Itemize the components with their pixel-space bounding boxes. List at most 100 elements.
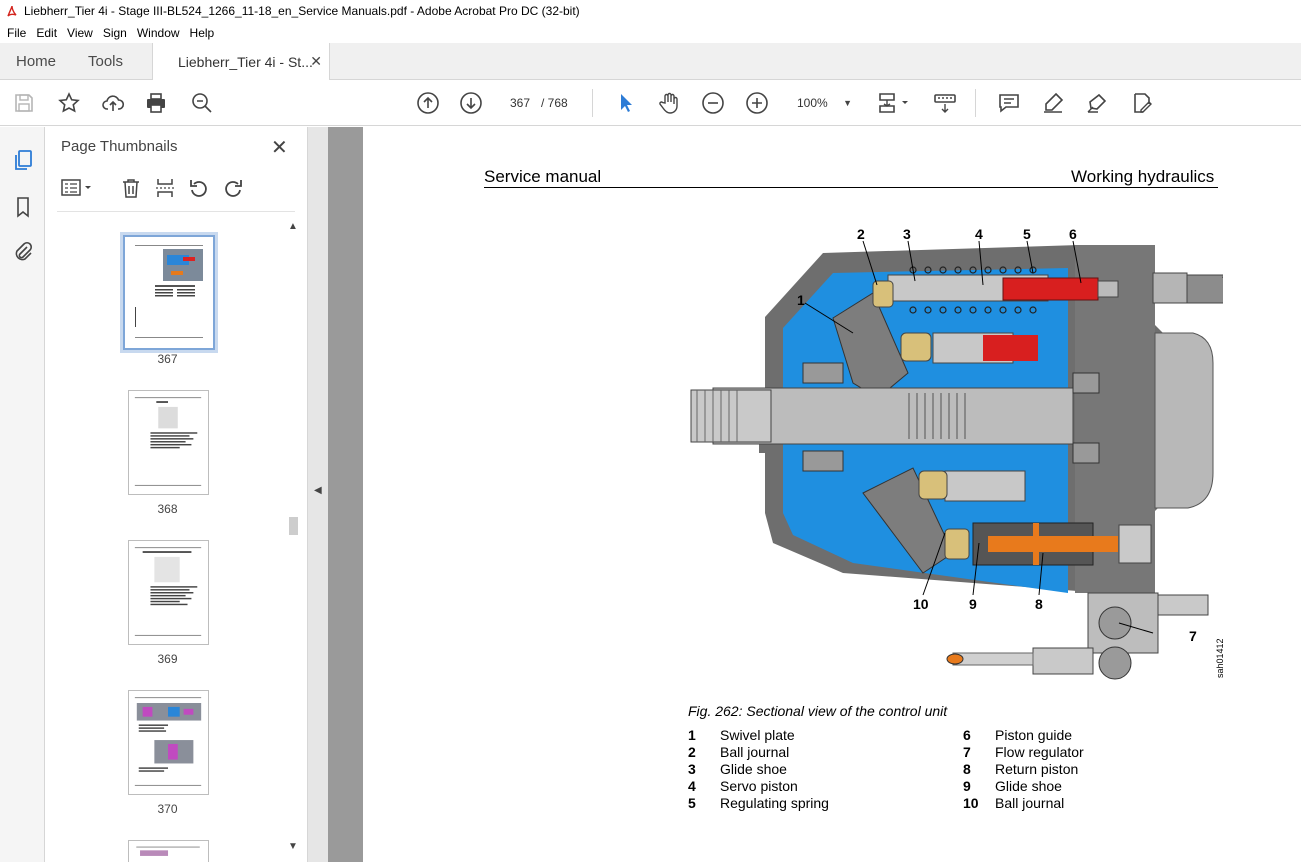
figure-callout: 9	[969, 596, 977, 612]
legend-number: 10	[963, 795, 979, 811]
chevron-left-icon: ◀	[314, 485, 322, 496]
keyboard-scroll-icon[interactable]	[933, 91, 957, 115]
figure-code: sah01412	[1215, 638, 1223, 678]
rotate-clockwise-icon[interactable]	[222, 177, 244, 199]
acrobat-logo-icon	[7, 5, 17, 17]
thumbnail-page-number: 370	[157, 802, 178, 816]
tab-tools[interactable]: Tools	[88, 53, 124, 70]
legend-number: 9	[963, 778, 971, 794]
main-toolbar: 367 / 768 100% ▼	[0, 80, 1301, 126]
thumbnail-options-icon[interactable]	[60, 177, 94, 199]
bookmarks-icon[interactable]	[11, 195, 35, 219]
figure-caption: Fig. 262: Sectional view of the control …	[688, 703, 948, 719]
zoom-in-icon[interactable]	[745, 91, 769, 115]
select-cursor-icon[interactable]	[614, 91, 638, 115]
legend-number: 5	[688, 795, 696, 811]
page-fit-icon[interactable]	[877, 91, 913, 115]
thumbnail-page[interactable]	[128, 390, 209, 495]
thumbnail-page[interactable]	[128, 690, 209, 795]
control-unit-section-figure: 2 3 4 5 6 1 10 9 8 7 P sah01412	[690, 226, 1223, 680]
legend-number: 1	[688, 727, 696, 743]
thumbnail-page[interactable]	[128, 840, 209, 862]
zoom-level-value: 100%	[797, 96, 828, 110]
left-navigation-rail	[0, 127, 45, 862]
zoom-level-select[interactable]: 100% ▼	[790, 91, 856, 115]
draw-sign-icon[interactable]	[1085, 91, 1109, 115]
menu-help[interactable]: Help	[189, 25, 215, 40]
menu-view[interactable]: View	[67, 25, 93, 40]
toolbar-divider	[975, 89, 976, 117]
insert-pages-icon[interactable]	[154, 177, 176, 199]
menu-file[interactable]: File	[7, 25, 27, 40]
legend-label: Swivel plate	[720, 727, 795, 743]
legend-number: 4	[688, 778, 696, 794]
legend-number: 6	[963, 727, 971, 743]
thumbnail-list: 367 368	[45, 215, 290, 862]
thumbnail-scrollbar[interactable]: ▲ ▼	[285, 219, 300, 859]
figure-callout: 4	[975, 226, 983, 242]
scrollbar-thumb[interactable]	[289, 517, 298, 535]
collapse-panel-handle[interactable]: ◀	[308, 127, 328, 862]
figure-callout: 8	[1035, 596, 1043, 612]
figure-callout: 6	[1069, 226, 1077, 242]
save-icon[interactable]	[12, 91, 36, 115]
toolbar-divider	[592, 89, 593, 117]
attachments-paperclip-icon[interactable]	[11, 240, 35, 264]
figure-callout: 5	[1023, 226, 1031, 242]
legend-label: Return piston	[995, 761, 1079, 777]
zoom-out-icon[interactable]	[701, 91, 725, 115]
panel-title: Page Thumbnails	[61, 138, 178, 155]
window-title: Liebherr_Tier 4i - Stage III-BL524_1266_…	[24, 4, 580, 18]
figure-callout: 7	[1189, 628, 1197, 644]
menu-window[interactable]: Window	[136, 25, 180, 40]
close-tab-icon[interactable]: ✕	[310, 53, 322, 69]
menu-sign[interactable]: Sign	[102, 25, 127, 40]
upload-icon[interactable]	[101, 91, 125, 115]
legend-label: Servo piston	[720, 778, 798, 794]
previous-page-icon[interactable]	[416, 91, 440, 115]
highlight-pen-icon[interactable]	[1041, 91, 1065, 115]
page-header-right: Working hydraulics	[1071, 167, 1215, 186]
zoom-search-icon[interactable]	[190, 91, 214, 115]
thumbnail-page[interactable]	[120, 232, 218, 353]
header-rule	[484, 187, 1218, 188]
close-panel-icon[interactable]: ✕	[271, 137, 288, 159]
rotate-counterclockwise-icon[interactable]	[188, 177, 210, 199]
page-number-input[interactable]: 367	[509, 96, 531, 110]
pdf-page: Service manual Working hydraulics	[363, 127, 1301, 862]
figure-callout: 2	[857, 226, 865, 242]
scroll-down-icon[interactable]: ▼	[288, 841, 298, 852]
comment-icon[interactable]	[997, 91, 1021, 115]
page-total-label: / 768	[541, 96, 568, 110]
legend-number: 2	[688, 744, 696, 760]
menu-edit[interactable]: Edit	[36, 25, 58, 40]
print-icon[interactable]	[144, 91, 168, 115]
tab-document[interactable]: Liebherr_Tier 4i - St... ✕	[152, 43, 330, 81]
legend-label: Glide shoe	[995, 778, 1062, 794]
legend-label: Piston guide	[995, 727, 1073, 743]
legend-label: Ball journal	[995, 795, 1065, 811]
thumbnail-page-number: 369	[157, 652, 178, 666]
hand-tool-icon[interactable]	[657, 91, 681, 115]
legend-label: Regulating spring	[720, 795, 829, 811]
page-thumbnails-icon[interactable]	[11, 148, 35, 172]
tab-bar: Home Tools Liebherr_Tier 4i - St... ✕	[0, 43, 1301, 81]
document-viewport[interactable]: Service manual Working hydraulics	[328, 127, 1301, 862]
bookmark-star-icon[interactable]	[57, 91, 81, 115]
legend-label: Glide shoe	[720, 761, 787, 777]
scroll-up-icon[interactable]: ▲	[288, 221, 298, 232]
figure-callout: 3	[903, 226, 911, 242]
tab-home[interactable]: Home	[16, 53, 57, 70]
thumbnail-page-number: 368	[157, 502, 178, 516]
fill-sign-icon[interactable]	[1130, 91, 1154, 115]
legend-label: Flow regulator	[995, 744, 1084, 760]
legend-number: 3	[688, 761, 696, 777]
figure-callout: 10	[913, 596, 929, 612]
page-header-left: Service manual	[484, 167, 602, 186]
thumbnail-page[interactable]	[128, 540, 209, 645]
delete-trash-icon[interactable]	[120, 177, 142, 199]
page-thumbnails-panel: Page Thumbnails ✕	[45, 127, 308, 862]
legend-number: 7	[963, 744, 971, 760]
next-page-icon[interactable]	[459, 91, 483, 115]
figure-callout: 1	[797, 292, 805, 308]
